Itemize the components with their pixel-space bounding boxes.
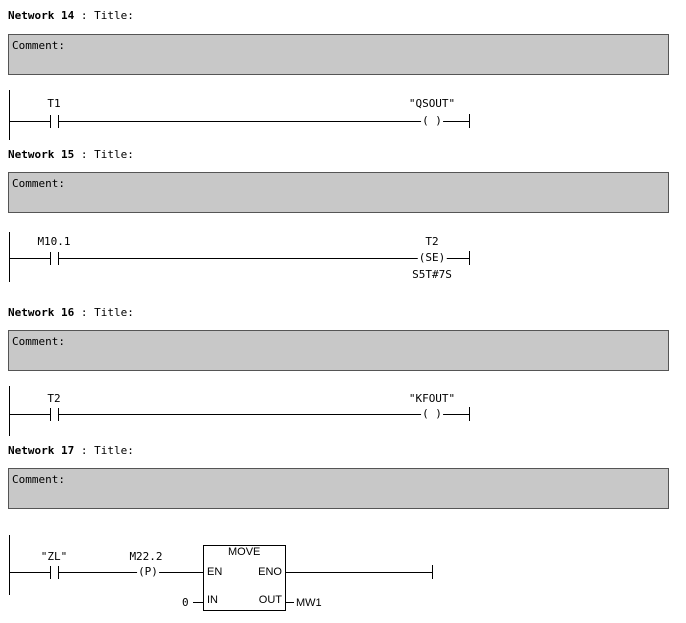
timer-coil-icon[interactable]: (SE): [417, 251, 447, 264]
rung-end: [469, 251, 470, 265]
network-16-header[interactable]: Network 16 : Title:: [8, 306, 134, 319]
comment-label: Comment:: [12, 177, 65, 190]
contact-no-icon[interactable]: [50, 115, 59, 128]
in-value[interactable]: 0: [182, 596, 189, 609]
out-pin: OUT: [258, 594, 282, 606]
move-block[interactable]: MOVE EN ENO IN OUT: [203, 545, 286, 611]
network-title[interactable]: Title:: [94, 444, 134, 457]
eno-pin: ENO: [258, 566, 282, 578]
timer-preset: S5T#7S: [412, 268, 452, 281]
contact-address: M10.1: [37, 235, 71, 248]
network-14-header[interactable]: Network 14 : Title:: [8, 9, 134, 22]
network-15-header[interactable]: Network 15 : Title:: [8, 148, 134, 161]
coil-icon[interactable]: ( ): [421, 407, 443, 420]
power-rail: [9, 232, 10, 282]
power-rail: [9, 386, 10, 436]
coil-address: "QSOUT": [408, 97, 456, 110]
separator: :: [80, 9, 88, 22]
power-rail: [9, 90, 10, 140]
network-title[interactable]: Title:: [94, 9, 134, 22]
network-title[interactable]: Title:: [94, 148, 134, 161]
in-pin: IN: [207, 594, 218, 606]
rung-wire: [286, 572, 432, 573]
coil-address: "KFOUT": [408, 392, 456, 405]
network-14-comment[interactable]: Comment:: [8, 34, 669, 75]
contact-no-icon[interactable]: [50, 566, 59, 579]
rung-wire: [9, 258, 469, 259]
coil-icon[interactable]: ( ): [421, 114, 443, 127]
rung-end: [469, 407, 470, 421]
timer-address: T2: [425, 235, 439, 248]
positive-edge-icon[interactable]: (P): [137, 565, 159, 578]
contact-no-icon[interactable]: [50, 408, 59, 421]
separator: :: [80, 148, 88, 161]
comment-label: Comment:: [12, 473, 65, 486]
separator: :: [80, 306, 88, 319]
network-17-comment[interactable]: Comment:: [8, 468, 669, 509]
in-wire: [193, 602, 203, 603]
comment-label: Comment:: [12, 335, 65, 348]
comment-label: Comment:: [12, 39, 65, 52]
out-wire: [286, 602, 294, 603]
rung-wire: [9, 121, 469, 122]
power-rail: [9, 535, 10, 595]
network-17-header[interactable]: Network 17 : Title:: [8, 444, 134, 457]
network-label: Network 16: [8, 306, 75, 319]
network-label: Network 15: [8, 148, 75, 161]
network-label: Network 17: [8, 444, 75, 457]
separator: :: [80, 444, 88, 457]
rung-end: [469, 114, 470, 128]
network-15-comment[interactable]: Comment:: [8, 172, 669, 213]
network-label: Network 14: [8, 9, 75, 22]
en-pin: EN: [207, 566, 223, 578]
rung-wire: [9, 414, 469, 415]
out-value[interactable]: MW1: [296, 597, 322, 609]
network-title[interactable]: Title:: [94, 306, 134, 319]
rung-end: [432, 565, 433, 579]
contact-address: "ZL": [40, 550, 68, 563]
edge-address: M22.2: [129, 550, 163, 563]
contact-address: T2: [47, 392, 61, 405]
block-name: MOVE: [228, 546, 261, 558]
network-16-comment[interactable]: Comment:: [8, 330, 669, 371]
contact-address: T1: [47, 97, 61, 110]
contact-no-icon[interactable]: [50, 252, 59, 265]
rung-wire: [9, 572, 203, 573]
